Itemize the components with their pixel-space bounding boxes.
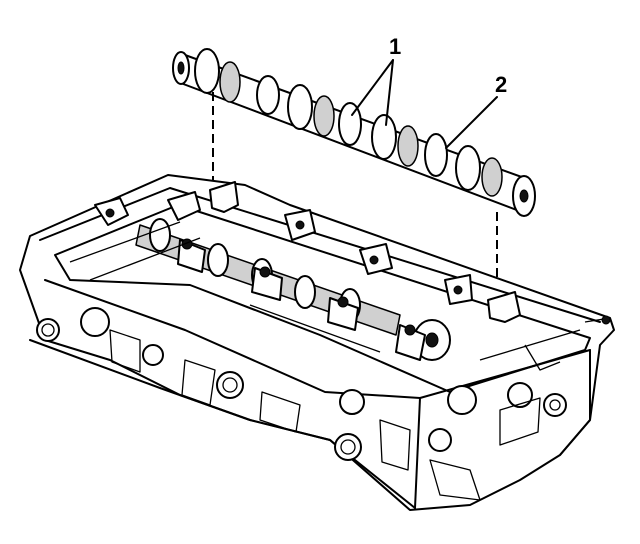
cap-bolts xyxy=(105,208,463,336)
callout-2-label: 2 xyxy=(495,72,507,97)
callout-1-leader-a xyxy=(351,59,394,116)
callout-2: 2 xyxy=(445,72,507,149)
cylinder-head xyxy=(19,174,615,511)
callout-1: 1 xyxy=(351,34,401,126)
callout-2-leader xyxy=(445,96,498,149)
head-front-ports xyxy=(36,307,567,461)
camshaft xyxy=(172,48,536,217)
callout-1-label: 1 xyxy=(389,34,401,59)
rear-bearing-saddle xyxy=(487,291,521,323)
callout-1-leader-b xyxy=(385,59,394,126)
camshaft-lobes xyxy=(194,48,503,197)
head-detail-lines xyxy=(69,221,611,371)
head-front-recesses xyxy=(109,329,541,501)
front-bearing-saddle xyxy=(209,181,239,213)
